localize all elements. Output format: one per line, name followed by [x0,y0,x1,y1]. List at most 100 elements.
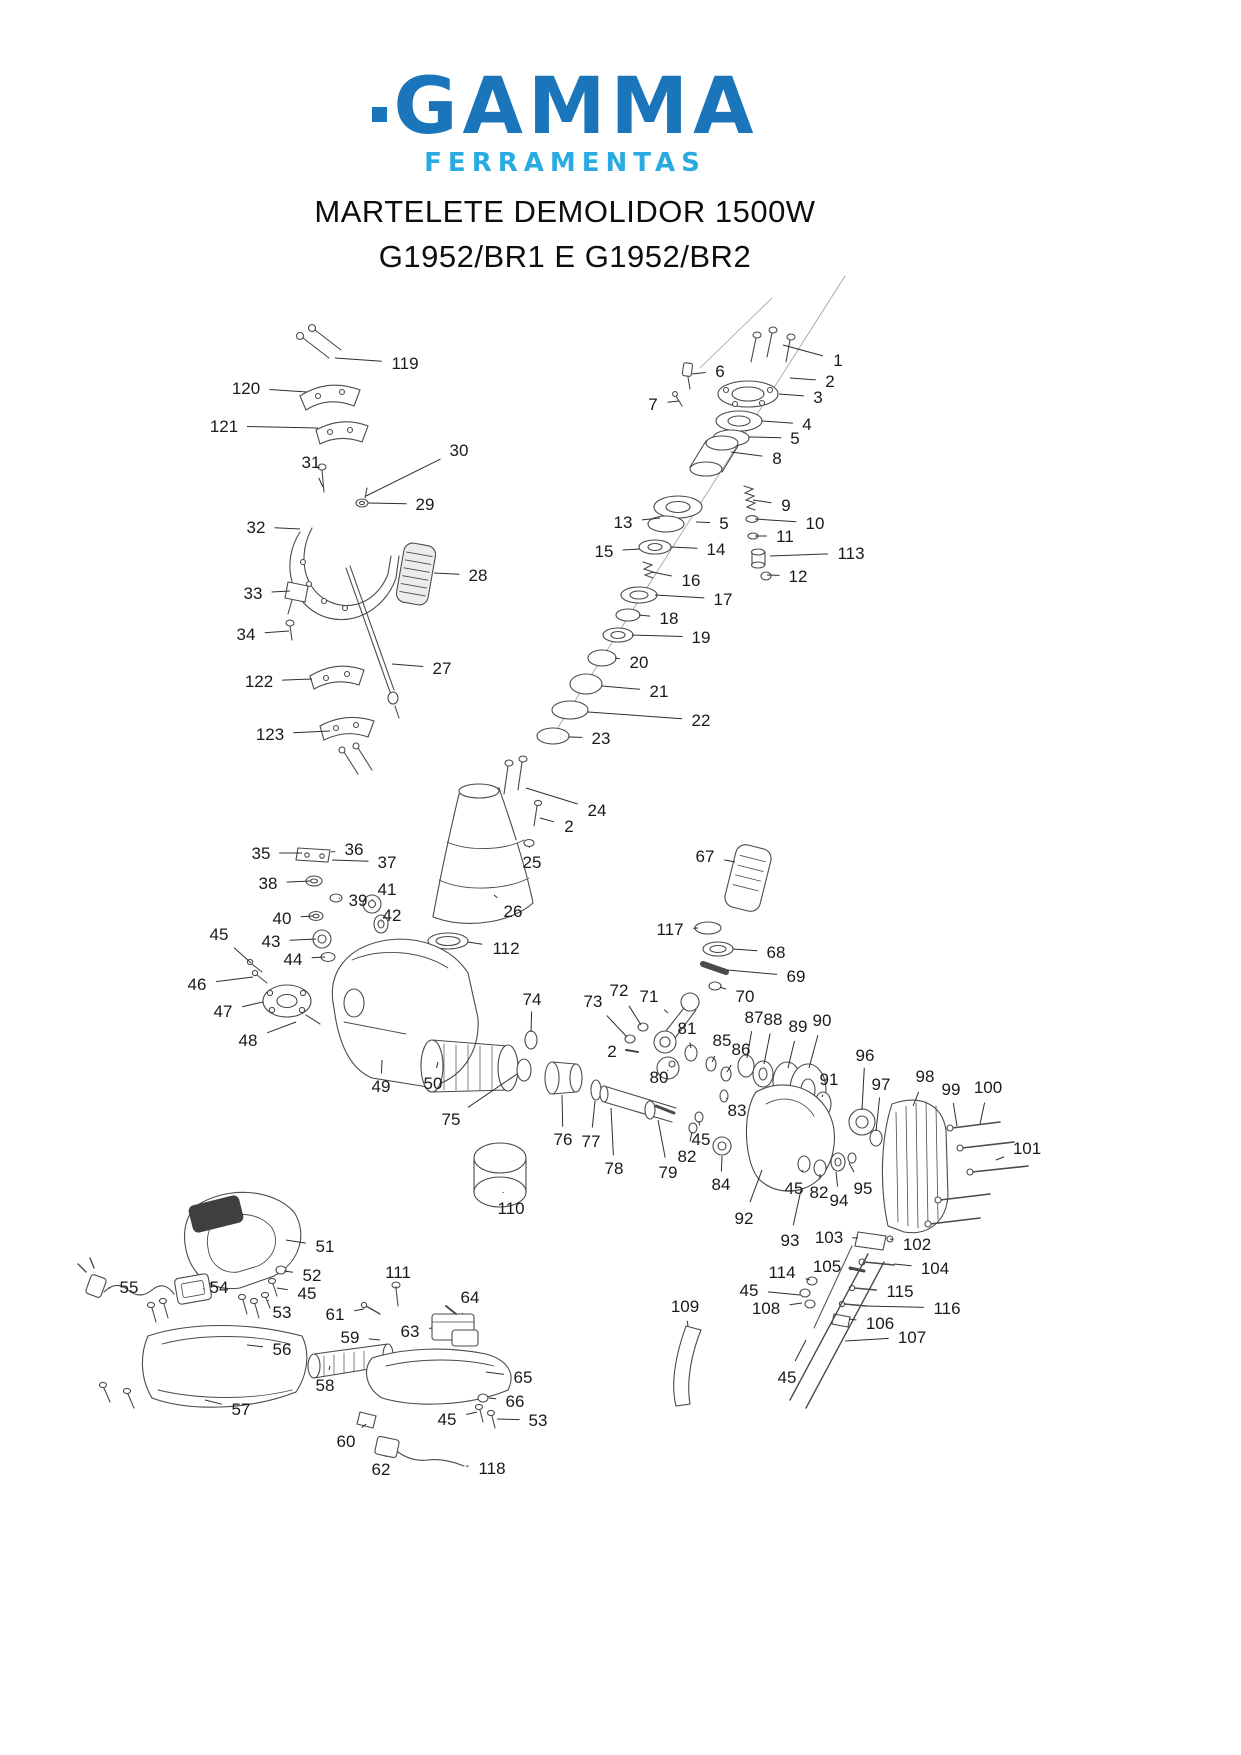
part-number-label: 27 [433,659,452,678]
leader-line [689,1042,692,1049]
part-number-label: 114 [768,1263,795,1282]
part-number-label: 121 [210,417,238,436]
leader-line [686,1320,689,1327]
part-number-label: 99 [942,1080,961,1099]
part-number-label: 15 [595,542,614,561]
part-number-label: 68 [767,943,786,962]
part-number-label: 76 [554,1130,573,1149]
part-number-label: 70 [736,987,755,1006]
leader-line [805,1278,811,1281]
leader-line [638,614,651,617]
part-number-label: 88 [764,1010,783,1029]
leader-line [274,527,301,530]
leader-line [787,1040,795,1069]
part-number-label: 2 [564,817,573,836]
leader-line [631,634,683,637]
part-number-label: 19 [692,628,711,647]
part-number-label: 21 [650,682,669,701]
leader-line [893,1263,912,1267]
leader-line [865,1305,925,1308]
leader-line [204,1399,222,1405]
part-number-label: 82 [810,1183,829,1202]
leader-line [488,1397,497,1400]
part-number-label: 55 [120,1278,139,1297]
leader-line [979,1102,986,1125]
leader-line [821,1094,824,1098]
part-number-label: 105 [813,1257,841,1276]
ring-cascade-drawing [536,495,703,745]
part-number-label: 51 [316,1237,335,1256]
leader-line [651,571,672,577]
leader-line [695,521,711,523]
flange-rings-drawing [712,380,779,447]
rear-handle-drawing [77,1191,308,1409]
leader-line [808,1034,819,1069]
part-number-label: 73 [584,992,603,1011]
part-number-label: 26 [504,902,523,921]
part-number-label: 36 [345,840,364,859]
part-number-label: 71 [640,987,659,1006]
leader-line [266,1021,297,1034]
leader-line [293,730,331,734]
part-number-label: 40 [273,909,292,928]
part-number-label: 48 [239,1031,258,1050]
part-number-label: 62 [372,1460,391,1479]
part-number-label: 101 [1013,1139,1041,1158]
leader-line [861,1067,865,1111]
part-number-label: 86 [732,1040,751,1059]
part-number-label: 38 [259,874,278,893]
leader-line [289,938,317,941]
part-number-label: 104 [921,1259,949,1278]
leader-line [271,590,291,593]
leader-line [698,1120,700,1126]
leader-line [361,1423,367,1429]
leader-line [848,1318,857,1321]
part-number-label: 60 [337,1432,356,1451]
part-number-label: 33 [244,584,263,603]
leader-line [436,1061,439,1069]
part-number-label: 1 [833,351,842,370]
part-number-label: 82 [678,1147,697,1166]
top-screws-drawing [672,326,796,407]
switch-assembly-drawing [307,1281,512,1467]
part-number-label: 13 [614,513,633,532]
part-number-label: 91 [820,1070,839,1089]
part-number-label: 52 [303,1266,322,1285]
part-number-label: 45 [210,925,229,944]
leader-line [769,553,828,557]
part-number-label: 7 [648,395,657,414]
leader-line [749,1169,763,1203]
crank-gear-drawing [624,844,883,1192]
part-number-label: 118 [478,1459,505,1478]
part-number-label: 44 [284,950,303,969]
leader-line [485,1371,504,1375]
brand-subtitle: FERRAMENTAS [424,148,706,178]
part-number-label: 41 [378,880,397,899]
leader-line [789,1302,803,1306]
leader-line [724,859,736,863]
leader-line [746,1031,753,1059]
leader-line [691,372,706,375]
leader-line [264,630,290,634]
leader-line [365,458,441,497]
leader-line [311,956,326,959]
part-number-label: 89 [789,1017,808,1036]
part-number-label: 72 [610,981,629,1000]
part-number-label: 96 [856,1046,875,1065]
part-number-label: 107 [898,1328,926,1347]
leader-line [666,1069,669,1071]
part-number-label: 92 [735,1209,754,1228]
leader-line [641,517,661,521]
part-number-label: 3 [813,388,822,407]
part-number-label: 90 [813,1011,832,1030]
part-number-label: 45 [740,1281,759,1300]
part-number-label: 8 [772,449,781,468]
leader-line [461,1312,463,1315]
leader-line [732,948,758,952]
leader-line [493,894,498,899]
brand-name: GAMMA [393,62,759,152]
leader-line [792,1189,802,1226]
part-number-label: 45 [298,1284,317,1303]
